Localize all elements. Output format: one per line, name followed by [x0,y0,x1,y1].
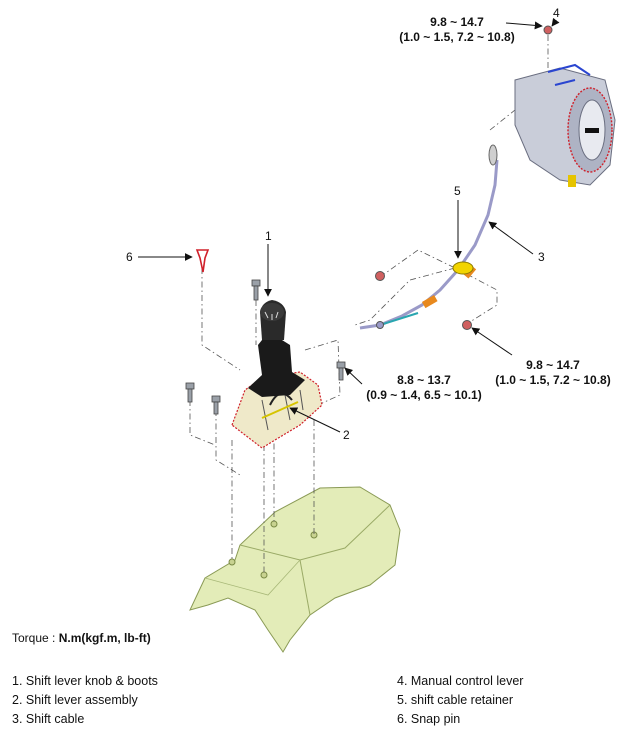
legend-right: 4. Manual control lever 5. shift cable r… [397,672,523,729]
callout-3: 3 [538,250,545,264]
torque-top-line1: 9.8 ~ 14.7 [430,15,484,29]
torque-spec-top: 9.8 ~ 14.7 (1.0 ~ 1.5, 7.2 ~ 10.8) [388,15,526,45]
legend-item: 5. shift cable retainer [397,693,514,707]
callout-6: 6 [126,250,133,264]
callout-5: 5 [454,184,461,198]
legend-item: 3. Shift cable [12,712,85,726]
shift-boot-and-knob [248,300,305,397]
torque-spec-middle: 8.8 ~ 13.7 (0.9 ~ 1.4, 6.5 ~ 10.1) [354,373,494,403]
torque-right-line2: (1.0 ~ 1.5, 7.2 ~ 10.8) [495,373,611,387]
torque-middle-line2: (0.9 ~ 1.4, 6.5 ~ 10.1) [366,388,482,402]
floor-panel [189,486,401,653]
callout-4: 4 [553,6,560,20]
torque-top-line2: (1.0 ~ 1.5, 7.2 ~ 10.8) [399,30,515,44]
torque-unit-caption: Torque : N.m(kgf.m, lb-ft) [12,631,151,645]
torque-caption-unit: N.m(kgf.m, lb-ft) [58,631,151,645]
legend-left: 1. Shift lever knob & boots 2. Shift lev… [12,672,158,729]
mounting-bolts [185,279,346,415]
legend-item: 1. Shift lever knob & boots [12,674,158,688]
torque-right-line1: 9.8 ~ 14.7 [526,358,580,372]
legend-item: 4. Manual control lever [397,674,524,688]
legend-item: 6. Snap pin [397,712,461,726]
torque-middle-line1: 8.8 ~ 13.7 [397,373,451,387]
legend-item: 2. Shift lever assembly [12,693,138,707]
torque-spec-right: 9.8 ~ 14.7 (1.0 ~ 1.5, 7.2 ~ 10.8) [484,358,622,388]
snap-pin [195,249,210,273]
callout-1: 1 [265,229,272,243]
callout-2: 2 [343,428,350,442]
shift-cable [359,144,499,330]
callout-leaders [138,17,560,433]
torque-caption-label: Torque : [12,631,59,645]
transmission-case [514,25,616,187]
